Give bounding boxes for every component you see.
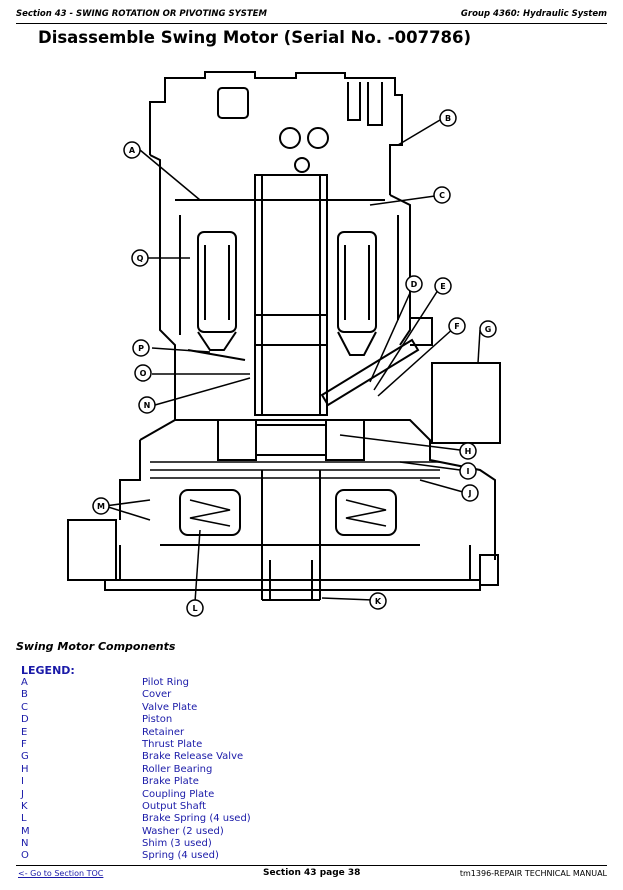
legend-item: N Shim (3 used) (21, 838, 441, 850)
svg-text:Q: Q (137, 254, 144, 263)
callout-e: E (434, 277, 452, 295)
legend-key: G (21, 751, 29, 763)
callout-m: M (92, 497, 110, 515)
callout-g: G (479, 320, 497, 338)
legend-item: A Pilot Ring (21, 677, 441, 689)
legend-label: Pilot Ring (142, 677, 189, 688)
legend-item: I Brake Plate (21, 776, 441, 788)
legend-label: Roller Bearing (142, 763, 213, 775)
legend-title: LEGEND: (21, 664, 75, 677)
go-to-section-toc-link[interactable]: <- Go to Section TOC (18, 869, 104, 878)
callout-d: D (405, 275, 423, 293)
svg-text:L: L (192, 604, 197, 613)
legend-key: J (21, 788, 24, 800)
legend-key: A (21, 677, 28, 688)
manual-title: tm1396-REPAIR TECHNICAL MANUAL (459, 869, 607, 878)
legend-key: B (21, 689, 28, 701)
svg-text:K: K (375, 597, 382, 606)
legend-label: Coupling Plate (142, 788, 215, 800)
legend-key: C (21, 701, 28, 713)
callout-o: O (134, 364, 152, 382)
figure-caption: Swing Motor Components (16, 640, 176, 653)
legend-key: F (21, 738, 27, 750)
svg-text:N: N (144, 401, 151, 410)
legend-key: I (21, 776, 24, 788)
callout-p: P (132, 339, 150, 357)
svg-text:O: O (140, 369, 147, 378)
legend-item: D Piston (21, 714, 441, 726)
svg-text:P: P (138, 344, 144, 353)
callout-n: N (138, 396, 156, 414)
legend-label: Valve Plate (142, 701, 198, 713)
legend-key: M (21, 825, 30, 837)
legend-key: E (21, 726, 28, 738)
page-title: Disassemble Swing Motor (Serial No. -007… (38, 28, 472, 47)
legend-label: Brake Spring (4 used) (142, 813, 251, 825)
legend-item: L Brake Spring (4 used) (21, 813, 441, 825)
header-section-title: Section 43 - SWING ROTATION OR PIVOTING … (16, 9, 267, 19)
svg-text:A: A (129, 146, 136, 155)
legend-item: H Roller Bearing (21, 764, 441, 776)
svg-text:H: H (465, 447, 472, 456)
svg-text:J: J (468, 489, 472, 498)
callout-f: F (448, 317, 466, 335)
legend-item: B Cover (21, 689, 441, 701)
legend-key: N (21, 838, 29, 850)
legend-item: F Thrust Plate (21, 739, 441, 751)
svg-text:F: F (454, 322, 459, 331)
callout-i: I (459, 462, 477, 480)
legend-key: K (21, 800, 28, 812)
legend-label: Brake Release Valve (142, 751, 244, 763)
legend-label: Retainer (142, 726, 185, 738)
legend-label: Piston (142, 714, 173, 726)
legend-label: Thrust Plate (142, 738, 203, 750)
svg-text:B: B (445, 114, 451, 123)
svg-text:I: I (467, 467, 470, 476)
header-divider (16, 23, 607, 24)
svg-text:M: M (97, 502, 105, 511)
legend-item: K Output Shaft (21, 801, 441, 813)
footer-divider (16, 865, 607, 866)
legend-label: Spring (4 used) (142, 850, 219, 862)
legend-item: O Spring (4 used) (21, 850, 441, 862)
legend-label: Washer (2 used) (142, 825, 224, 837)
callout-h: H (459, 442, 477, 460)
header-group-title: Group 4360: Hydraulic System (460, 9, 607, 19)
callout-q: Q (131, 249, 149, 267)
svg-text:E: E (440, 282, 445, 291)
svg-text:D: D (411, 280, 418, 289)
legend-key: D (21, 714, 29, 726)
callout-c: C (433, 186, 451, 204)
legend-label: Output Shaft (142, 800, 206, 812)
svg-text:C: C (439, 191, 445, 200)
legend-item: E Retainer (21, 727, 441, 739)
legend-item: M Washer (2 used) (21, 826, 441, 838)
swing-motor-diagram: A B C D E F G H I J K L M N O P Q (67, 71, 501, 617)
legend-label: Cover (142, 689, 172, 701)
legend-item: C Valve Plate (21, 702, 441, 714)
legend-item: J Coupling Plate (21, 789, 441, 801)
legend-key: L (21, 813, 27, 825)
callout-k: K (369, 592, 387, 610)
legend-label: Brake Plate (142, 776, 199, 788)
callout-b: B (439, 109, 457, 127)
callout-j: J (461, 484, 479, 502)
legend-key: H (21, 763, 29, 775)
legend-item: G Brake Release Valve (21, 751, 441, 763)
legend-label: Shim (3 used) (142, 838, 212, 850)
legend-key: O (21, 850, 29, 862)
callout-a: A (123, 141, 141, 159)
page-number: Section 43 page 38 (263, 868, 361, 878)
callout-l: L (186, 599, 204, 617)
svg-text:G: G (485, 325, 492, 334)
